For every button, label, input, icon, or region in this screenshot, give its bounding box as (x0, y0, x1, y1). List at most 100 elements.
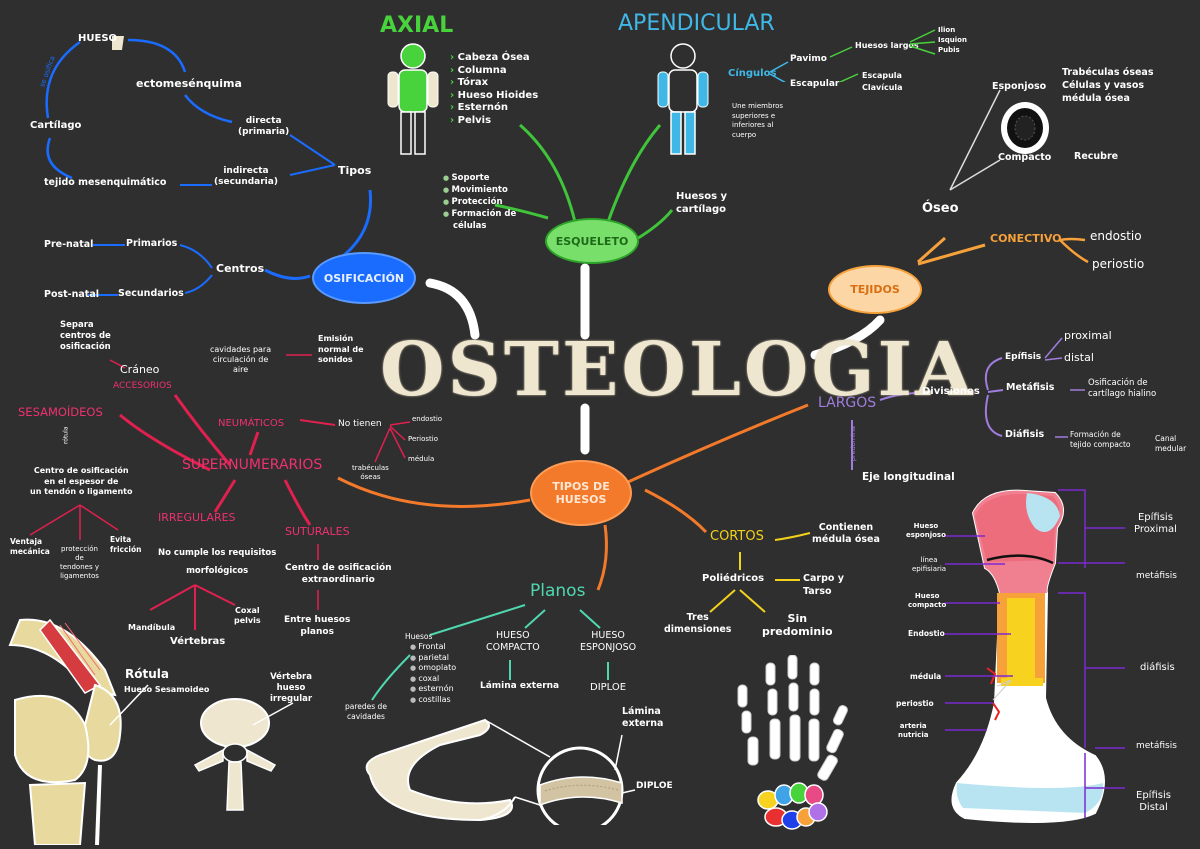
arrow-accesorios (173, 394, 232, 466)
coxal-line: pelvis (234, 616, 261, 625)
femur-epifisis-proximal: Epífisis Proximal (1134, 512, 1177, 536)
vertebra-label: Vértebra hueso irregular (270, 672, 312, 705)
huesos-cartilago-line: cartílago (676, 204, 727, 215)
une-miembros-text: Une miembros superiores e inferiores al … (732, 102, 783, 140)
lamina-externa-callout: Lámina externa (622, 706, 663, 730)
line-periostio (1059, 239, 1089, 264)
femur-line: nutricia (898, 731, 929, 739)
node-osificacion-label: OSIFICACIÓN (323, 271, 405, 285)
sin-predominio-text: Sin predominio (762, 612, 833, 638)
arrow-oseo (917, 236, 946, 264)
eje-longitudinal-label: Eje longitudinal (862, 471, 955, 483)
lamina-callout-line: externa (622, 718, 664, 729)
indirecta-label: indirecta (secundaria) (214, 166, 278, 188)
rotula-callout-line (109, 684, 149, 726)
vertebra-illustration (193, 698, 277, 811)
poliedricos-label: Poliédricos (702, 573, 765, 584)
canal-line: Canal (1155, 434, 1177, 443)
endostio-label: endostio (1090, 229, 1142, 243)
line-separa (109, 359, 126, 369)
osif-cartilago-text: Osificación de cartílago hialino (1088, 378, 1156, 400)
esponjoso-line: ESPONJOSO (580, 642, 637, 653)
suturales-label: SUTURALES (285, 525, 350, 538)
hueso-esponjoso-text: HUESO ESPONJOSO (580, 630, 636, 654)
diafisis-label: Diáfisis (1005, 429, 1045, 440)
no-cumple-line: morfológicos (186, 566, 249, 576)
axial-item: Tórax (450, 77, 538, 90)
proteccion-text: protección de tendones y ligamentos (60, 545, 99, 581)
osif-line: cartílago hialino (1088, 389, 1157, 399)
axial-figure-icon (387, 43, 439, 155)
vertebra-line: hueso (276, 683, 306, 693)
planos-title: Planos (530, 581, 586, 601)
lamina-callout-line: Lámina (622, 706, 661, 717)
femur-line: Epífisis (1136, 790, 1171, 801)
line-primarios (179, 244, 213, 269)
epifisis-label: Epífisis (1005, 352, 1042, 362)
femur-linea-epifisiaria: línea epifisiaria (912, 556, 946, 574)
line-endostio (1059, 237, 1086, 242)
line-distal (1044, 357, 1063, 361)
tipos-label: Tipos (338, 164, 372, 177)
directa-label: directa (primaria) (238, 116, 289, 138)
femur-periostio: periostio (896, 699, 934, 708)
formacion-text: Formación de tejido compacto (1070, 430, 1130, 450)
contienen-line: Contienen (818, 522, 874, 533)
planos-item: costillas (410, 695, 456, 706)
nt-endostio-label: endostio (412, 415, 443, 423)
node-tejidos-label: TEJIDOS (850, 283, 900, 296)
escapular-label: Escapular (790, 79, 840, 89)
pavimo-items: Ilion Isquion Pubis (938, 25, 967, 55)
femur-line: Hueso (914, 592, 940, 600)
separa-line: osificación (60, 342, 111, 352)
line-contienen (774, 532, 811, 541)
canal-medular-text: Canal medular (1155, 434, 1186, 454)
nt-trabeculas-line: óseas (360, 473, 381, 481)
centro-osificacion-text: Centro de osificación en el espesor de u… (30, 466, 133, 498)
compacto-line: HUESO (496, 630, 530, 641)
emision-line: normal de (318, 344, 364, 354)
periostio-label: periostio (1092, 257, 1145, 271)
sin-line: Sin (787, 612, 808, 625)
lines-sesamoideos (29, 504, 119, 540)
ventaja-line: Ventaja (10, 537, 43, 546)
axial-item: Pelvis (450, 115, 538, 128)
proteccion-line: de (75, 554, 84, 562)
mini-bone-icon (112, 36, 124, 50)
page-title: OSTEOLOGIA (380, 327, 976, 413)
coxal-text: Coxal pelvis (234, 606, 261, 626)
lines-compacto-esponjoso (524, 609, 601, 629)
trabeculas-line: Trabéculas óseas (1062, 67, 1154, 78)
long-bone-illustration (945, 489, 1125, 823)
entre-huesos-text: Entre huesos planos (284, 614, 350, 638)
line-huesos-planos (429, 604, 526, 636)
rotula-label: Rótula (125, 667, 169, 681)
node-tipos-huesos[interactable]: TIPOS DE HUESOS (530, 460, 632, 526)
separa-line: Separa (60, 320, 94, 330)
line-no-tienen (299, 419, 336, 426)
separa-text: Separa centros de osificación (60, 320, 111, 353)
mandibula-label: Mandíbula (128, 623, 176, 632)
cavidades-text: cavidades para circulación de aire (210, 345, 271, 375)
cinguos-label: Cíngulos (728, 68, 777, 79)
evita-line: fricción (110, 545, 142, 554)
node-tejidos[interactable]: TEJIDOS (828, 265, 922, 314)
indirecta-line: (secundaria) (214, 177, 278, 187)
planos-item: omoplato (410, 663, 456, 674)
node-esqueleto[interactable]: ESQUELETO (545, 218, 639, 264)
sesamoideos-label: SESAMOÍDEOS (18, 405, 103, 419)
ventaja-text: Ventaja mecánica (10, 537, 50, 557)
line-metafisis (987, 389, 1004, 393)
emision-line: Emisión (318, 334, 354, 343)
paredes-line: paredes de (345, 702, 387, 711)
femur-arteria-nutricia: arteria nutricia (898, 722, 928, 740)
une-line: superiores e (732, 111, 776, 120)
escapular-items: Escapula Clavícula (862, 70, 903, 94)
femur-line: esponjoso (906, 531, 946, 539)
cortos-title: CORTOS (710, 529, 764, 544)
no-cumple-text: No cumple los requisitos morfológicos (158, 544, 276, 580)
entre-huesos-line: planos (300, 627, 334, 637)
apendicular-figure-icon (657, 43, 709, 155)
node-osificacion[interactable]: OSIFICACIÓN (312, 252, 416, 304)
